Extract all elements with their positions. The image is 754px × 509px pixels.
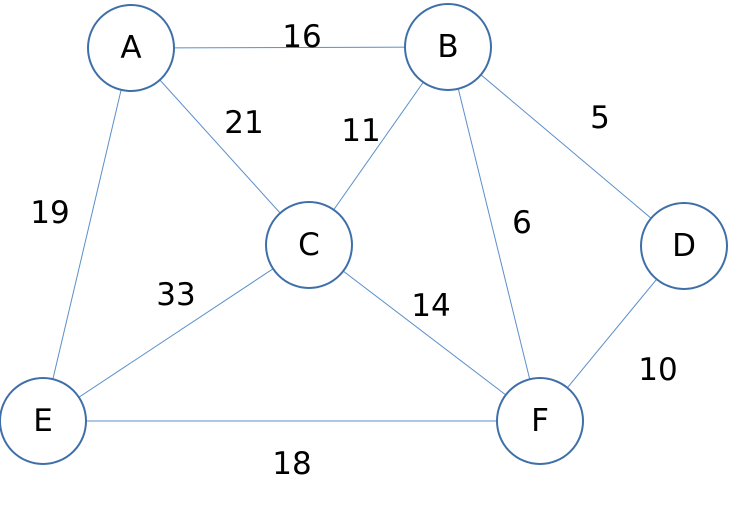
node-a: A — [87, 4, 175, 92]
node-label-c: C — [298, 227, 320, 263]
edge-weight-b-f: 6 — [512, 205, 532, 241]
edge-weight-c-e: 33 — [156, 277, 195, 313]
node-circle-a — [87, 4, 175, 92]
node-circle-e — [0, 377, 87, 465]
edge-weight-a-e: 19 — [30, 195, 69, 231]
edge-a-b — [130, 46, 449, 49]
edge-c-e — [42, 244, 310, 422]
edge-weight-a-b: 16 — [282, 19, 321, 55]
node-label-d: D — [672, 228, 696, 264]
edge-a-e — [42, 47, 132, 422]
node-label-b: B — [437, 29, 458, 65]
edge-b-f — [447, 46, 541, 422]
node-d: D — [640, 202, 728, 290]
node-c: C — [265, 201, 353, 289]
node-circle-b — [404, 3, 492, 91]
node-circle-c — [265, 201, 353, 289]
node-e: E — [0, 377, 87, 465]
edge-a-c — [130, 47, 310, 246]
edges-layer — [42, 46, 685, 422]
weights-layer: 16 21 19 11 5 6 33 14 10 18 — [30, 19, 677, 482]
node-b: B — [404, 3, 492, 91]
edge-b-d — [447, 46, 685, 247]
node-circle-d — [640, 202, 728, 290]
node-label-f: F — [531, 403, 549, 439]
node-f: F — [496, 377, 584, 465]
edge-weight-a-c: 21 — [224, 105, 263, 141]
edge-weight-b-d: 5 — [590, 100, 610, 136]
edge-weight-e-f: 18 — [272, 446, 311, 482]
node-circle-f — [496, 377, 584, 465]
node-label-a: A — [120, 30, 141, 66]
nodes-layer: A B C D E F — [0, 3, 728, 465]
edge-weight-b-c: 11 — [341, 113, 380, 149]
node-label-e: E — [33, 403, 53, 439]
edge-weight-d-f: 10 — [638, 352, 677, 388]
edge-weight-c-f: 14 — [411, 288, 450, 324]
edge-c-f — [308, 244, 541, 422]
